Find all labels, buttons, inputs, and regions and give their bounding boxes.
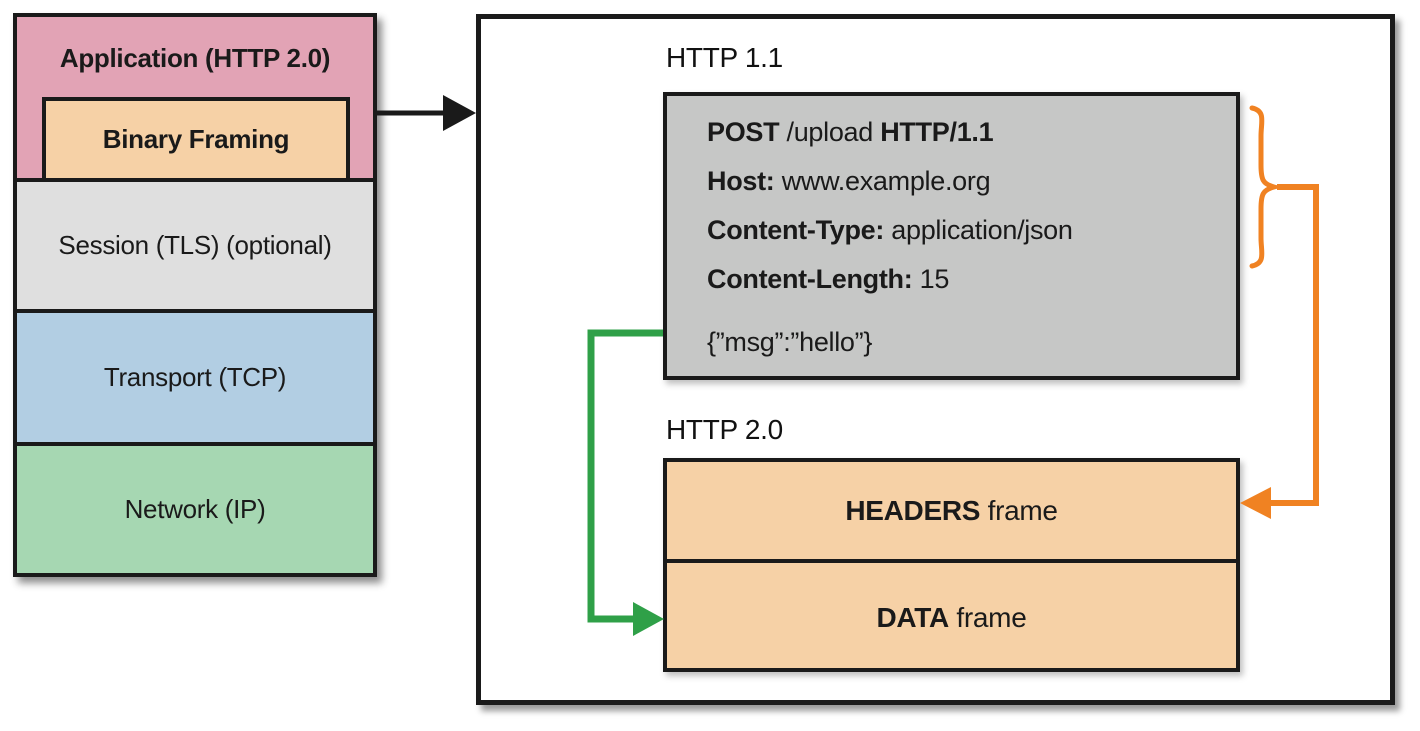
stack-layer-network: Network (IP) — [13, 442, 377, 577]
content-length-key: Content-Length: — [707, 264, 913, 294]
content-length-header-line: Content-Length: 15 — [707, 255, 1073, 304]
http20-section-title: HTTP 2.0 — [666, 414, 783, 445]
headers-frame-row: HEADERS frame — [667, 462, 1236, 563]
data-frame-label: DATA frame — [877, 602, 1027, 634]
http11-request-headers: POST /upload HTTP/1.1 Host: www.example.… — [707, 108, 1073, 304]
request-method: POST — [707, 117, 780, 147]
content-length-value: 15 — [912, 264, 950, 294]
stack-layer-session: Session (TLS) (optional) — [13, 178, 377, 313]
session-label: Session (TLS) (optional) — [58, 230, 332, 260]
request-version: HTTP/1.1 — [880, 117, 994, 147]
stack-layer-transport: Transport (TCP) — [13, 309, 377, 446]
binary-framing-label: Binary Framing — [102, 124, 290, 154]
headers-frame-label: HEADERS frame — [845, 494, 1058, 527]
host-value: www.example.org — [774, 166, 991, 196]
data-frame-rest: frame — [948, 601, 1027, 633]
headers-frame-bold: HEADERS — [845, 494, 981, 526]
http11-request-body: {”msg”:”hello”} — [707, 327, 873, 357]
host-header-line: Host: www.example.org — [707, 157, 1073, 206]
request-line: POST /upload HTTP/1.1 — [707, 108, 1073, 157]
transport-label: Transport (TCP) — [103, 362, 287, 392]
application-label: Application (HTTP 2.0) — [59, 43, 331, 73]
data-frame-row: DATA frame — [667, 567, 1236, 668]
request-path: /upload — [779, 117, 881, 147]
http11-section-title: HTTP 1.1 — [666, 42, 783, 73]
binary-framing-box: Binary Framing — [42, 97, 350, 182]
content-type-header-line: Content-Type: application/json — [707, 206, 1073, 255]
network-label: Network (IP) — [124, 494, 266, 524]
stack-to-panel-arrow-icon — [377, 95, 476, 131]
content-type-value: application/json — [884, 215, 1073, 245]
http11-request-box: POST /upload HTTP/1.1 Host: www.example.… — [663, 92, 1240, 380]
content-type-key: Content-Type: — [707, 215, 885, 245]
protocol-stack: Application (HTTP 2.0) Binary Framing Se… — [13, 13, 377, 577]
headers-frame-rest: frame — [980, 494, 1058, 526]
data-frame-bold: DATA — [876, 601, 950, 633]
http20-frames-box: HEADERS frame DATA frame — [663, 458, 1240, 672]
host-key: Host: — [707, 166, 775, 196]
